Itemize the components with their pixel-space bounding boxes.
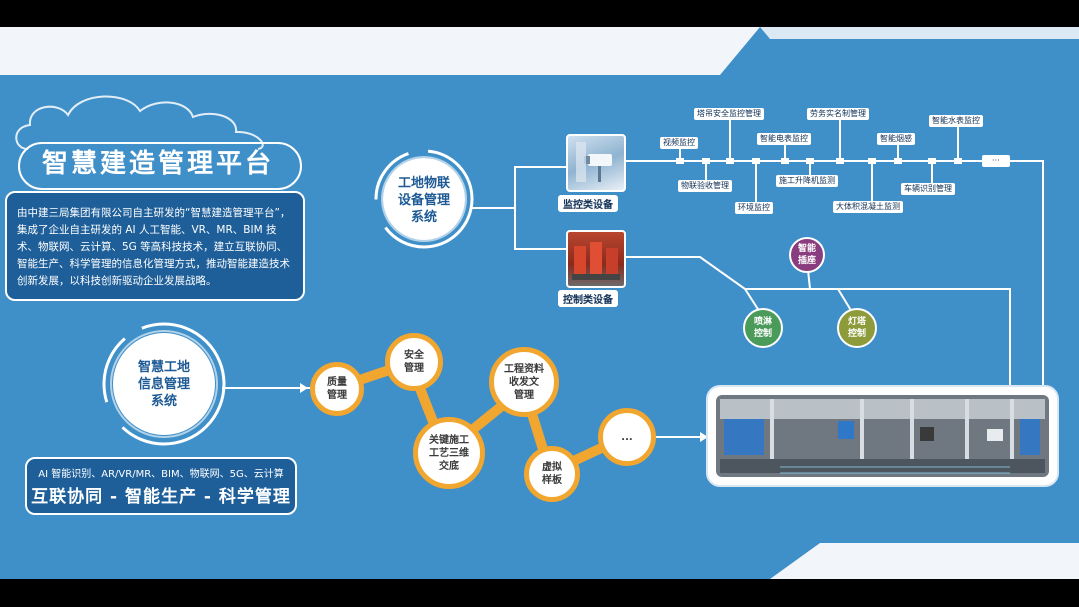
tower-light-node: 灯塔控制	[837, 308, 877, 348]
slogan-tech: AI 智能识别、AR/VR/MR、BIM、物联网、5G、云计算	[38, 469, 284, 480]
light-line-2: 控制	[847, 329, 866, 339]
monitor-device-label: 监控类设备	[558, 195, 618, 212]
quality-line-1: 质量	[327, 377, 347, 388]
control-device-label: 控制类设备	[558, 290, 618, 307]
tag-concrete-monitor: 大体积混凝土监测	[833, 201, 903, 213]
sample-line-2: 样板	[542, 475, 562, 486]
cloud-outline	[15, 95, 264, 150]
iot-ring-decor	[374, 149, 474, 249]
tag-labor-realname: 劳务实名制管理	[807, 108, 869, 120]
chain-node-safety: 安全管理	[385, 333, 443, 391]
top-band	[0, 27, 1079, 75]
docs-line-1: 工程资料	[504, 363, 544, 375]
monitor-device-image	[566, 134, 626, 192]
safety-line-1: 安全	[404, 350, 424, 361]
docs-line-2: 收发文	[509, 376, 539, 388]
bottom-band	[770, 543, 1079, 579]
page-title: 智慧建造管理平台	[41, 149, 274, 179]
spray-control-node: 喷淋控制	[743, 308, 783, 348]
tag-water-meter: 智能水表监控	[929, 115, 983, 127]
tag-smoke-sensor: 智能烟感	[877, 133, 915, 145]
tag-hoist-monitor: 施工升降机监测	[776, 175, 838, 187]
spray-line-2: 控制	[753, 329, 772, 339]
camera-icon	[576, 142, 612, 182]
site-system-node	[113, 333, 215, 435]
site-line-3: 系统	[150, 394, 177, 409]
pump-icon	[572, 242, 620, 280]
showroom-floorplan	[716, 395, 1049, 477]
title-frame	[18, 142, 302, 190]
site-line-2: 信息管理	[137, 377, 190, 392]
chain-node-sample: 虚拟样板	[524, 446, 580, 502]
docs-line-3: 管理	[514, 389, 534, 401]
chain-node-construction: 关键施工工艺三维交底	[413, 417, 485, 489]
intro-panel: 由中建三局集团有限公司自主研发的“智慧建造管理平台”，集成了企业自主研发的 AI…	[5, 191, 305, 301]
sample-line-1: 虚拟	[542, 462, 562, 473]
site-system-label: 智慧工地 信息管理 系统	[113, 359, 215, 410]
showroom-render	[706, 385, 1059, 487]
tag-environment: 环境监控	[735, 202, 773, 214]
tag-tower-crane: 塔吊安全监控管理	[694, 108, 764, 120]
spray-line-1: 喷淋	[753, 317, 772, 327]
tag-vehicle-id: 车辆识别管理	[901, 183, 955, 195]
slogan-panel: AI 智能识别、AR/VR/MR、BIM、物联网、5G、云计算 互联协同 - 智…	[25, 457, 297, 515]
construction-line-1: 关键施工	[429, 434, 469, 446]
site-line-1: 智慧工地	[137, 360, 190, 375]
iot-line-3: 系统	[410, 210, 437, 225]
chain-node-docs: 工程资料收发文管理	[489, 347, 559, 417]
slogan-main: 互联协同 - 智能生产 - 科学管理	[31, 487, 291, 507]
socket-line-2: 插座	[797, 256, 816, 266]
safety-line-2: 管理	[404, 363, 424, 374]
tag-smart-meter: 智能电表监控	[757, 133, 811, 145]
tag-more: ···	[982, 155, 1010, 167]
iot-system-label: 工地物联 设备管理 系统	[383, 175, 465, 226]
light-line-1: 灯塔	[847, 317, 866, 327]
chain-node-quality: 质量管理	[310, 362, 364, 416]
control-device-image	[566, 230, 626, 288]
chain-node-more: ...	[598, 408, 656, 466]
iot-line-1: 工地物联	[397, 176, 450, 191]
construction-line-3: 交底	[439, 460, 459, 472]
tag-video-monitor: 视频监控	[660, 137, 698, 149]
tag-iot-acceptance: 物联验收管理	[678, 180, 732, 192]
iot-line-2: 设备管理	[397, 193, 450, 208]
smart-socket-node: 智能插座	[789, 237, 825, 273]
iot-system-node	[383, 158, 465, 240]
socket-line-1: 智能	[797, 244, 816, 254]
quality-line-2: 管理	[327, 390, 347, 401]
construction-line-2: 工艺三维	[429, 447, 469, 459]
diagram-canvas: 智慧建造管理平台 由中建三局集团有限公司自主研发的“智慧建造管理平台”，集成了企…	[0, 27, 1079, 579]
site-ring-decor	[102, 322, 226, 446]
